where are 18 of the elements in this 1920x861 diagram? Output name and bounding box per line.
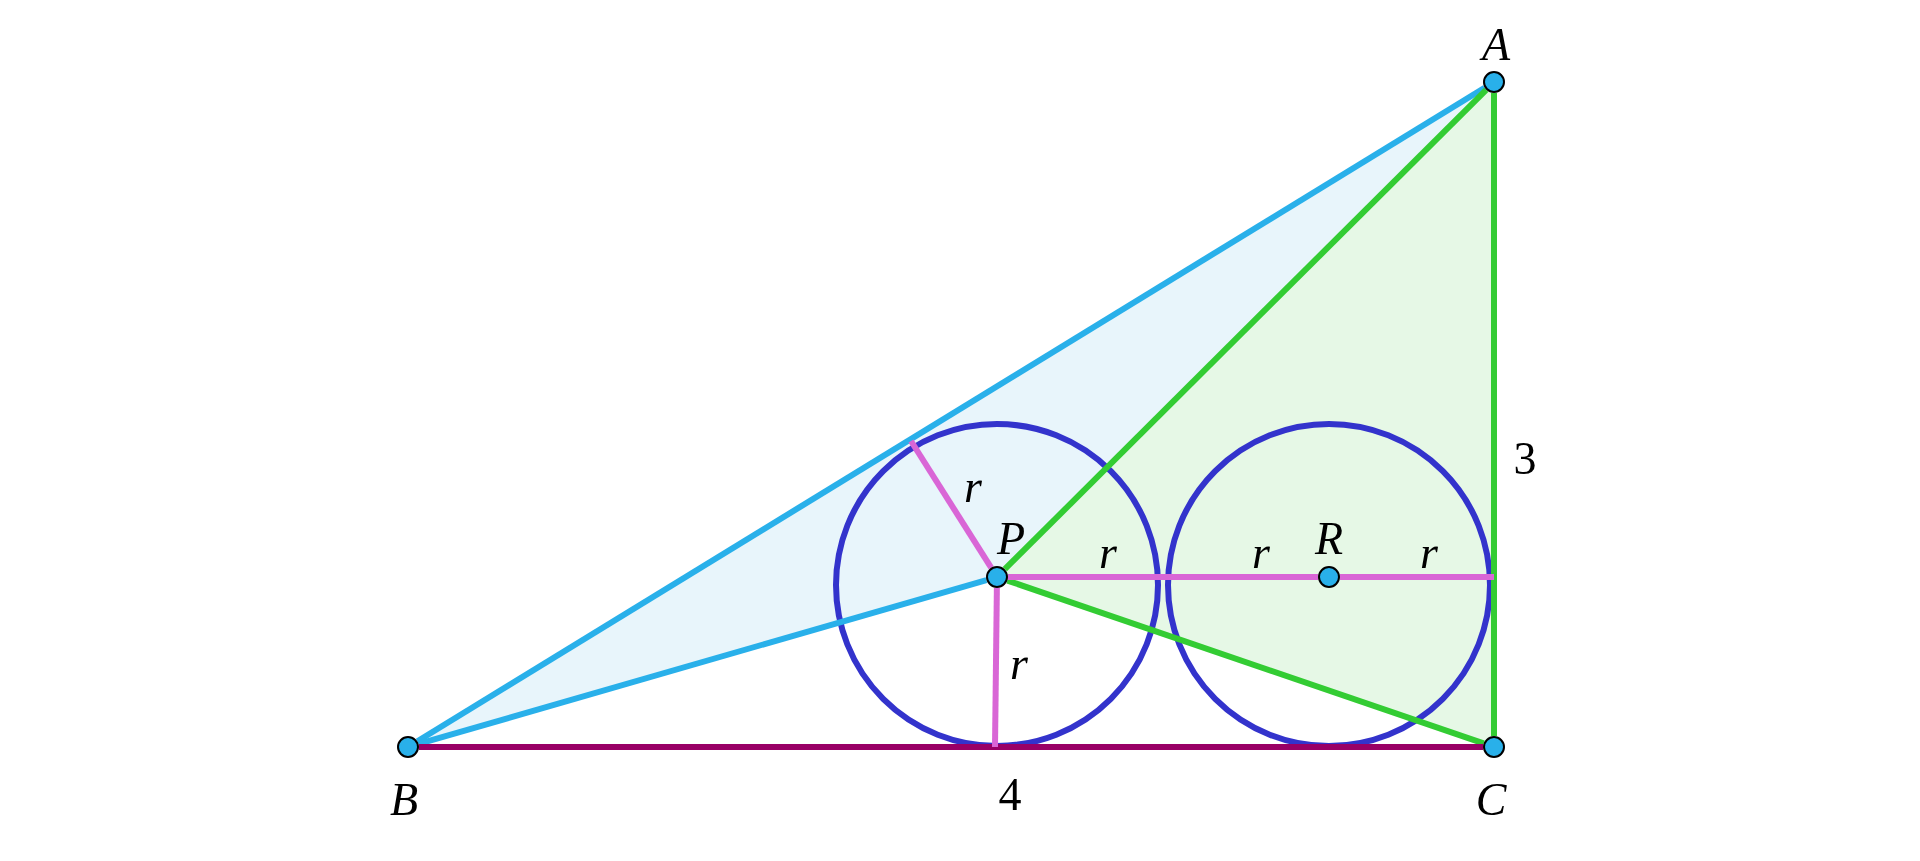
point-label: R [1314, 516, 1344, 562]
radius-label: r [964, 464, 982, 510]
point-label: P [996, 516, 1026, 562]
point-label: B [389, 777, 419, 823]
line-segment [992, 587, 1000, 748]
point-label: C [1475, 777, 1507, 823]
line-segment [1491, 93, 1497, 736]
edge-label: 3 [1513, 436, 1537, 482]
point-label: A [1481, 22, 1511, 68]
line-segment [908, 439, 994, 570]
radius-label: r [1252, 530, 1270, 576]
radius-label: r [1010, 641, 1028, 687]
radius-label: r [1099, 530, 1117, 576]
line-segment [419, 744, 1483, 750]
line-segment [1008, 574, 1318, 580]
edge-label: 4 [998, 772, 1022, 818]
radius-label: r [1420, 530, 1438, 576]
line-segment [1340, 574, 1494, 580]
